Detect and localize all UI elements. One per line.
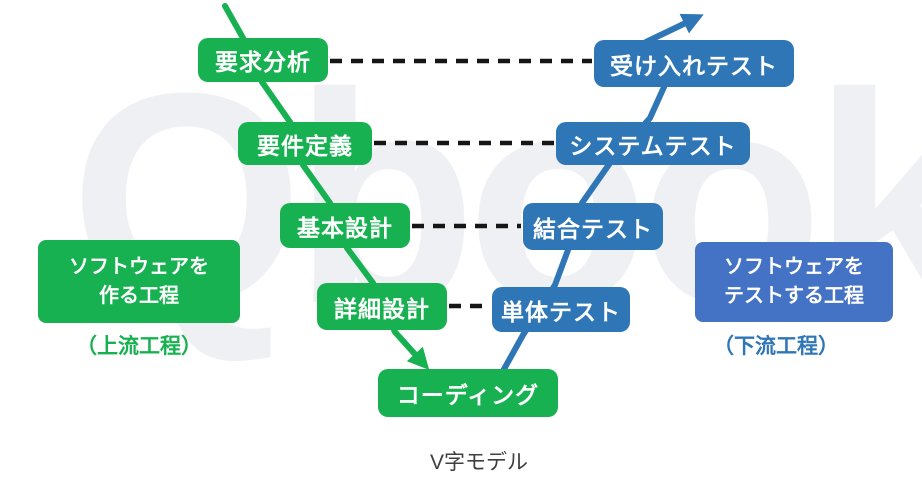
legend-testing-caption: （下流工程）: [713, 335, 839, 358]
legend-development-caption: （上流工程）: [76, 335, 202, 358]
node-detailed-design: 詳細設計: [317, 283, 447, 330]
diagram-title: V字モデル: [429, 451, 528, 474]
node-requirements-definition: 要件定義: [238, 122, 372, 165]
legend-development-line2: 作る工程: [99, 284, 179, 307]
node-requirements-analysis: 要求分析: [198, 38, 328, 82]
legend-testing-line2: テストする工程: [724, 285, 864, 307]
legend-testing-box: ソフトウェアを テストする工程: [695, 242, 893, 322]
legend-development-line1: ソフトウェアを: [69, 255, 209, 278]
legend-testing-line1: ソフトウェアを: [724, 256, 864, 278]
node-coding: コーディング: [378, 369, 558, 417]
node-system-test: システムテスト: [556, 122, 750, 165]
node-basic-design: 基本設計: [280, 203, 410, 248]
node-integration-test: 結合テスト: [523, 203, 663, 250]
legend-development-box: ソフトウェアを 作る工程: [38, 240, 240, 323]
node-unit-test: 単体テスト: [492, 287, 630, 332]
node-acceptance-test: 受け入れテスト: [594, 40, 794, 87]
